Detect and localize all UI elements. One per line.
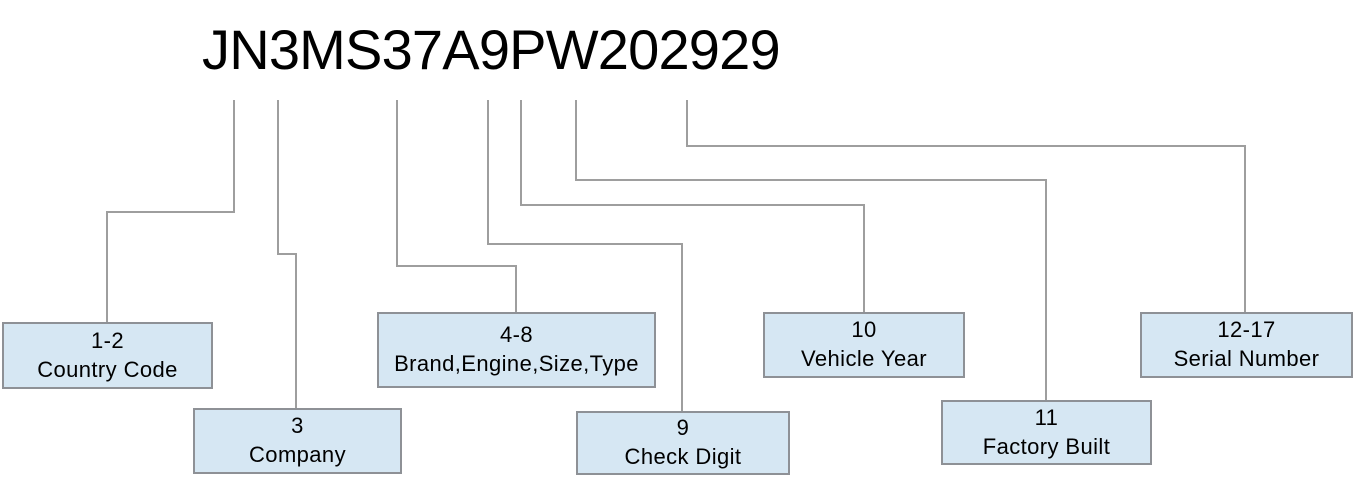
connector-brand-engine-size-type	[396, 100, 517, 313]
box-label: Serial Number	[1173, 346, 1320, 371]
box-factory-built: 11 Factory Built	[941, 400, 1152, 465]
connector-check-digit	[487, 100, 683, 412]
box-label: Country Code	[37, 356, 178, 382]
box-label: Factory Built	[982, 433, 1111, 459]
connector-serial-number	[686, 100, 1246, 313]
connector-vehicle-year	[520, 100, 865, 313]
connector-company	[277, 100, 297, 409]
box-check-digit: 9 Check Digit	[576, 411, 790, 475]
box-brand-engine-size-type: 4-8 Brand,Engine,Size,Type	[377, 312, 656, 388]
box-positions: 11	[1034, 404, 1059, 430]
connector-factory-built	[575, 100, 1047, 401]
box-label: Check Digit	[624, 444, 742, 469]
connector-country-code	[106, 100, 235, 323]
box-positions: 1-2	[91, 327, 124, 353]
box-positions: 12-17	[1217, 317, 1276, 343]
box-positions: 3	[291, 413, 304, 439]
box-label: Brand,Engine,Size,Type	[394, 351, 639, 376]
box-positions: 4-8	[500, 322, 533, 348]
box-serial-number: 12-17 Serial Number	[1140, 312, 1353, 378]
box-positions: 9	[676, 415, 690, 441]
box-company: 3 Company	[193, 408, 402, 474]
box-label: Company	[249, 442, 346, 467]
vin-number: JN3MS37A9PW202929	[202, 18, 781, 81]
box-positions: 10	[851, 317, 877, 343]
box-vehicle-year: 10 Vehicle Year	[763, 312, 965, 378]
box-label: Vehicle Year	[801, 346, 927, 371]
box-country-code: 1-2 Country Code	[2, 322, 213, 389]
